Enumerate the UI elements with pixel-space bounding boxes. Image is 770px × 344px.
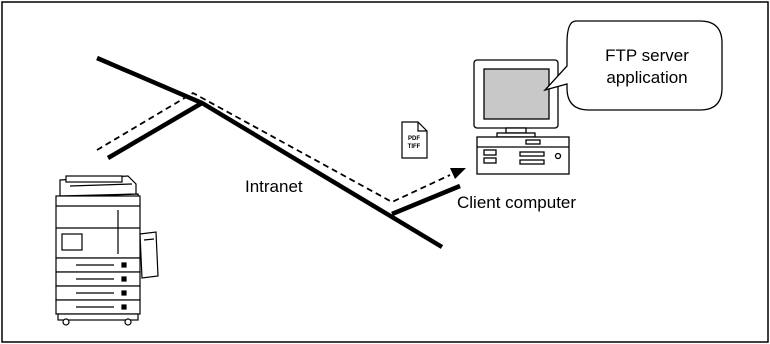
file-type-label-tiff: TIFF — [408, 144, 421, 150]
network-lines — [96, 55, 461, 249]
mfp-printer-icon — [55, 175, 159, 326]
data-flow-path — [96, 91, 451, 204]
desktop-computer-icon — [473, 59, 570, 175]
callout-line-2: application — [606, 68, 687, 87]
network-label: Intranet — [245, 177, 303, 196]
ftp-server-callout: FTP server application — [543, 20, 723, 111]
callout-line-1: FTP server — [605, 46, 689, 65]
client-computer-label: Client computer — [457, 193, 576, 212]
file-type-label-pdf: PDF — [408, 136, 420, 142]
data-flow-arrowhead — [450, 168, 466, 179]
document-file-icon: PDF TIFF — [401, 121, 428, 159]
